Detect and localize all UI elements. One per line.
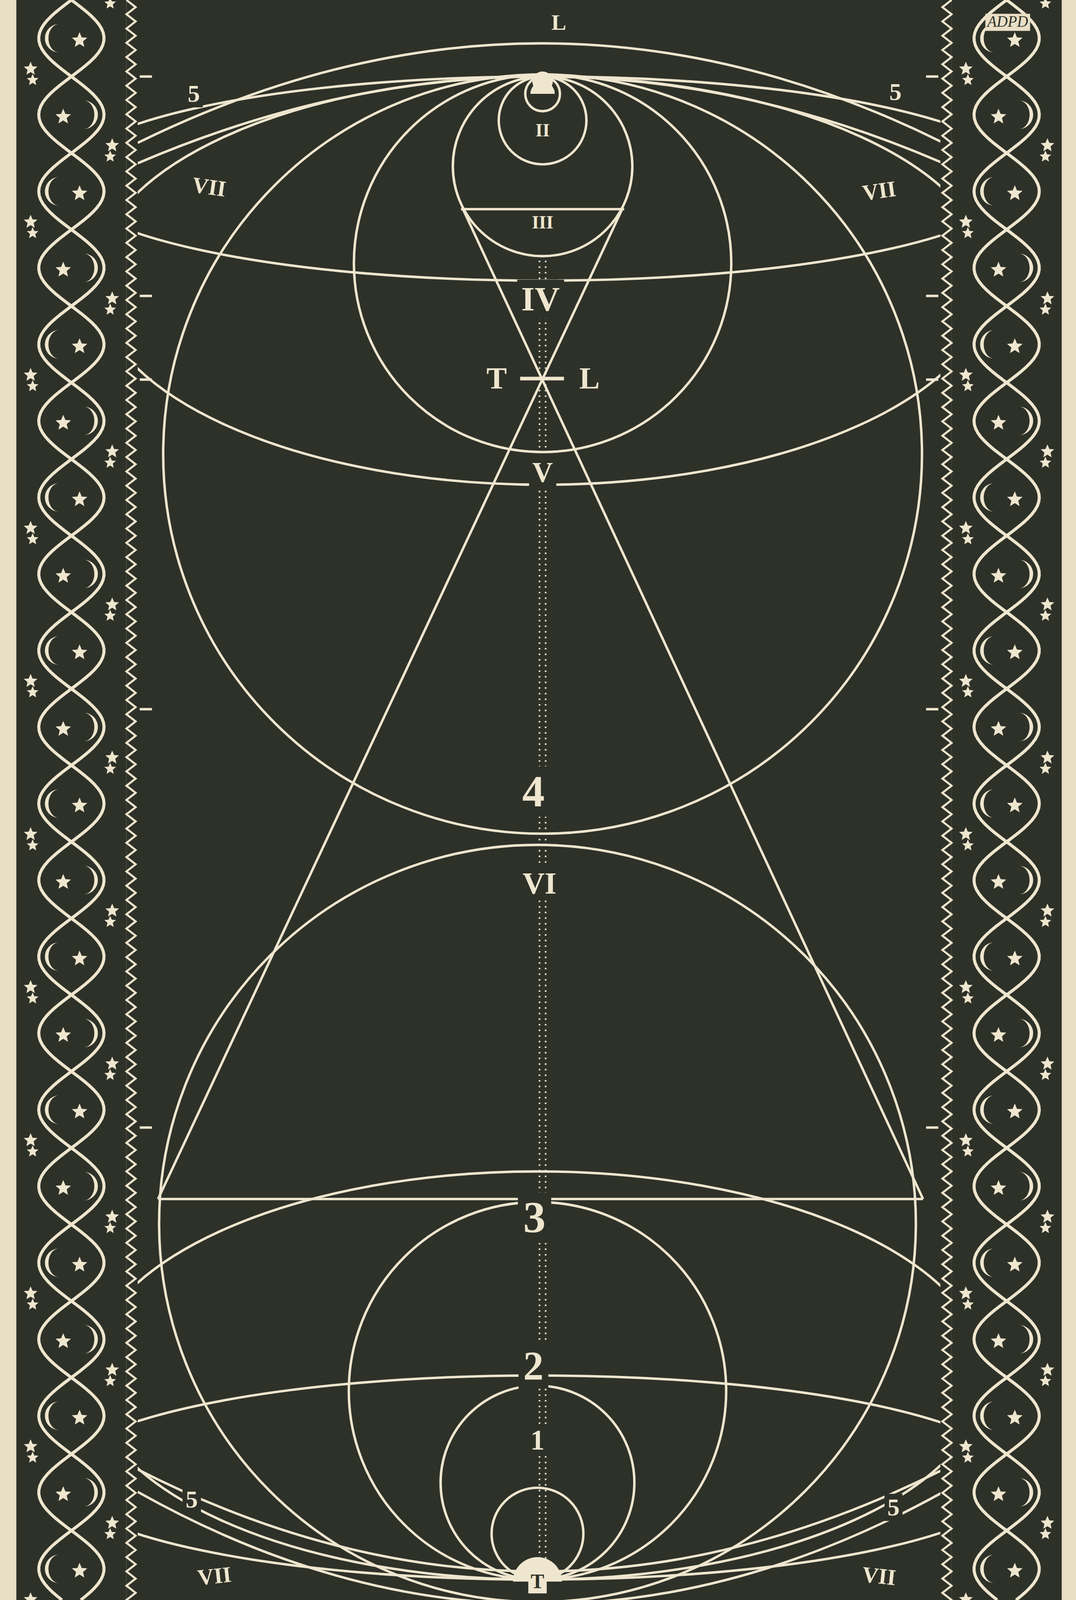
figure-label: 5 [182,1485,201,1513]
monogram: ADPD [985,14,1030,32]
figure-label: 4 [516,766,551,817]
figure-label: 1 [527,1424,549,1457]
star-moon-border [939,0,1062,1600]
figure-label: VII [858,1561,901,1591]
figure-label: VI [518,865,560,901]
figure-label: 3 [517,1192,552,1244]
figure-label: II [533,120,553,141]
figure-label: T [482,361,511,396]
figure-label: V [528,456,557,489]
figure-label: 5 [884,1493,903,1522]
figure-label: 5 [886,78,905,106]
figure-label: L [548,10,569,36]
figure-label: IV [516,279,564,319]
edge-ticks [139,76,939,1128]
figure-label: 5 [184,80,203,108]
figure-label: 2 [518,1343,549,1389]
figure-label: T [528,1570,547,1594]
figure-label: VII [188,171,231,202]
panel [137,0,941,1600]
star-moon-border [16,0,139,1600]
figure-label: III [529,212,556,233]
figure-label: VII [193,1561,236,1591]
geometric-figure [137,43,941,1600]
figure-label: L [575,361,604,396]
